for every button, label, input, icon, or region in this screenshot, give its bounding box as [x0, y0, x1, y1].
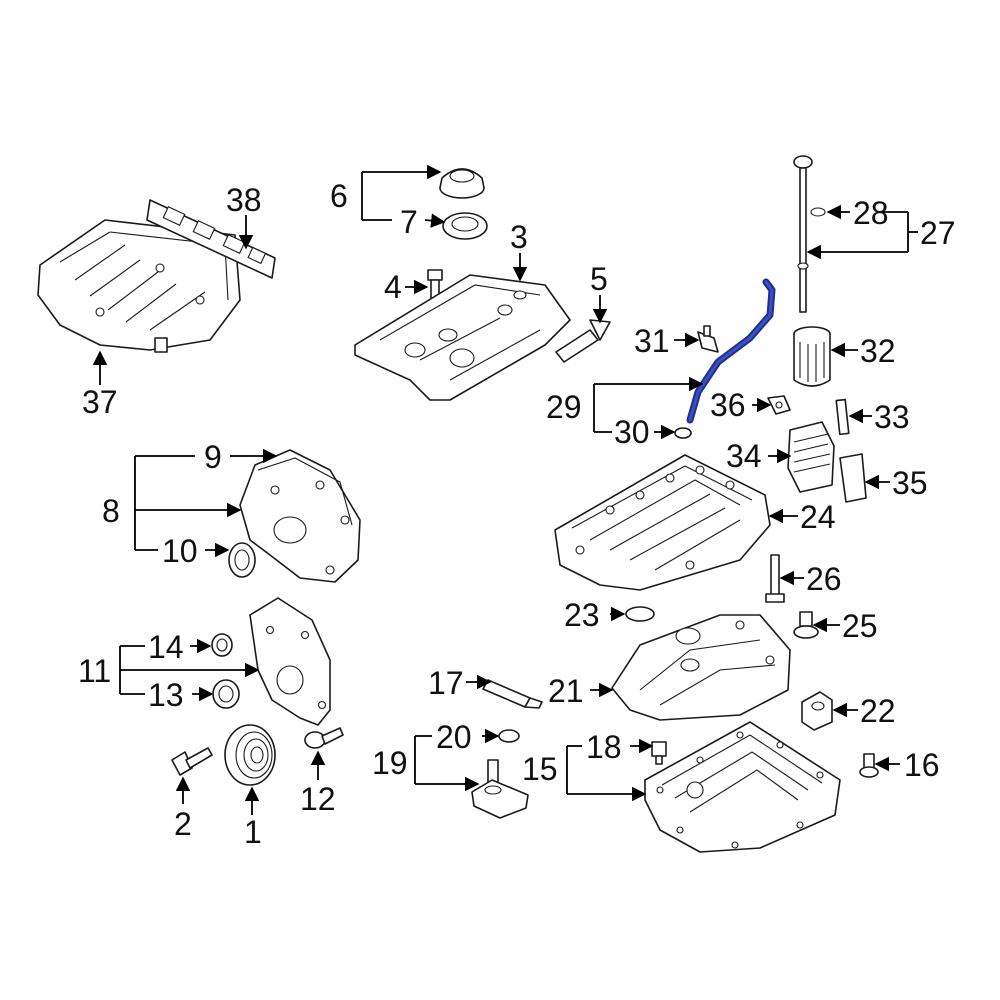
- part-nut-36[interactable]: [767, 395, 791, 415]
- part-oil-filler-cap[interactable]: [439, 168, 485, 199]
- part-lower-oil-pan[interactable]: [644, 721, 841, 853]
- callout-5: 5: [590, 261, 608, 297]
- part-seal-14[interactable]: [211, 633, 233, 657]
- callout-11: 11: [78, 653, 111, 689]
- part-sealant-17[interactable]: [482, 679, 543, 709]
- callout-12: 12: [300, 781, 336, 817]
- callout-10: 10: [162, 533, 198, 569]
- callout-16: 16: [904, 747, 940, 783]
- callout-27: 27: [920, 215, 956, 251]
- part-intake-gasket[interactable]: [146, 199, 276, 279]
- part-bolt-12[interactable]: [304, 727, 344, 749]
- part-oil-filter[interactable]: [793, 326, 831, 387]
- part-plug-18[interactable]: [651, 741, 667, 765]
- part-valve-cover[interactable]: [354, 274, 571, 401]
- callout-34: 34: [726, 438, 762, 474]
- callout-6: 6: [330, 178, 348, 214]
- part-bolt-26[interactable]: [765, 554, 785, 603]
- part-sensor-31[interactable]: [697, 325, 719, 353]
- part-timing-cover-lower[interactable]: [249, 597, 331, 726]
- callout-35: 35: [892, 465, 928, 501]
- part-cooler-gasket[interactable]: [839, 453, 867, 503]
- callout-23: 23: [564, 597, 600, 633]
- callout-14: 14: [148, 629, 184, 665]
- part-plug-25[interactable]: [793, 611, 819, 639]
- part-oil-cooler[interactable]: [787, 421, 835, 493]
- callout-33: 33: [874, 399, 910, 435]
- callout-8: 8: [102, 493, 120, 529]
- part-upper-oil-pan[interactable]: [554, 454, 771, 591]
- callout-29: 29: [546, 389, 582, 425]
- callout-2: 2: [174, 806, 192, 842]
- callout-15: 15: [522, 751, 558, 787]
- part-oil-cap-seal[interactable]: [442, 212, 488, 240]
- callout-22: 22: [860, 693, 896, 729]
- callout-9: 9: [204, 439, 222, 475]
- part-pump-22[interactable]: [801, 691, 833, 731]
- callout-26: 26: [806, 561, 842, 597]
- callout-4: 4: [384, 269, 402, 305]
- callout-28: 28: [853, 195, 889, 231]
- part-oring-20[interactable]: [498, 729, 520, 743]
- part-pin-33[interactable]: [835, 398, 850, 436]
- callout-3: 3: [510, 219, 528, 255]
- part-seal-10[interactable]: [228, 542, 256, 578]
- leader-lines: [92, 164, 918, 815]
- part-oring-23[interactable]: [625, 606, 655, 622]
- callout-32: 32: [860, 333, 896, 369]
- callout-7: 7: [400, 204, 418, 240]
- callout-20: 20: [436, 719, 472, 755]
- callout-13: 13: [148, 677, 184, 713]
- part-crank-pulley[interactable]: [224, 724, 276, 786]
- callout-18: 18: [586, 729, 622, 765]
- part-timing-cover-upper[interactable]: [239, 449, 361, 583]
- part-sealant-tube[interactable]: [555, 319, 611, 363]
- callout-21: 21: [548, 673, 584, 709]
- callout-38: 38: [226, 182, 262, 218]
- callout-30: 30: [614, 414, 650, 450]
- callout-1: 1: [244, 814, 262, 850]
- part-bolt-2[interactable]: [171, 747, 213, 776]
- callout-36: 36: [710, 387, 746, 423]
- callout-numbers: 38 37 6 7 3 4 5 28 27 31 32 29 30 36 33 …: [78, 178, 956, 850]
- callout-17: 17: [428, 665, 464, 701]
- callout-37: 37: [82, 384, 118, 420]
- part-level-sensor[interactable]: [471, 759, 529, 819]
- part-bolt-16[interactable]: [859, 753, 879, 778]
- callout-25: 25: [842, 608, 878, 644]
- part-windage-tray[interactable]: [611, 614, 791, 721]
- part-seal-13[interactable]: [212, 679, 240, 709]
- callout-24: 24: [800, 499, 836, 535]
- callout-31: 31: [634, 323, 670, 359]
- part-dipstick[interactable]: [793, 155, 826, 313]
- callout-19: 19: [372, 745, 408, 781]
